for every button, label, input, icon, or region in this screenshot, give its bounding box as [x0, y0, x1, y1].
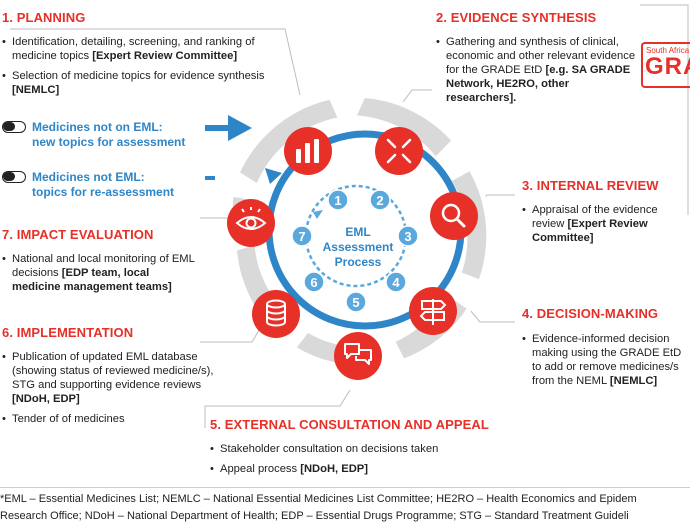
step-3[interactable]: 3 — [397, 225, 419, 247]
step-4[interactable]: 4 — [385, 271, 407, 293]
step-4-label: 4 — [392, 275, 400, 290]
center-label-line2: Assessment — [323, 240, 394, 254]
center-label-line3: Process — [335, 255, 382, 269]
footnote-line-1: *EML – Essential Medicines List; NEMLC –… — [0, 493, 637, 505]
planning-body: Identification, detailing, screening, an… — [2, 35, 282, 97]
reassessment-toggle[interactable] — [2, 171, 26, 183]
decision-title: 4. DECISION-MAKING — [522, 306, 659, 321]
footnote-divider — [0, 487, 690, 488]
decision-body: Evidence-informed decision making using … — [522, 332, 688, 388]
step-5[interactable]: 5 — [345, 291, 367, 313]
inner-ring-arrowhead — [313, 210, 323, 219]
consultation-body: Stakeholder consultation on decisions ta… — [210, 442, 510, 476]
step-1-label: 1 — [334, 193, 341, 208]
footnote-line-2: Research Office; NDoH – National Departm… — [0, 510, 629, 522]
new-topics-label: Medicines not on EML:new topics for asse… — [32, 120, 186, 149]
consultation-bullet-1: Stakeholder consultation on decisions ta… — [210, 442, 510, 456]
implementation-bullet-2: Tender of of medicines — [2, 412, 227, 426]
step-2[interactable]: 2 — [369, 189, 391, 211]
new-topics-toggle[interactable] — [2, 121, 26, 133]
impact-title: 7. IMPACT EVALUATION — [2, 227, 154, 242]
sa-grade-logo: South Africa GRA — [641, 42, 690, 88]
planning-bullet-2: Selection of medicine topics for evidenc… — [2, 69, 282, 97]
implementation-bullet-1: Publication of updated EML database (sho… — [2, 350, 227, 406]
step-3-label: 3 — [404, 229, 411, 244]
chat-bubbles-icon[interactable] — [334, 332, 382, 380]
review-title: 3. INTERNAL REVIEW — [522, 178, 659, 193]
logo-small-text: South Africa — [646, 46, 690, 55]
evidence-title: 2. EVIDENCE SYNTHESIS — [436, 10, 597, 25]
signpost-icon[interactable] — [409, 287, 457, 335]
consultation-bullet-2: Appeal process [NDoH, EDP] — [210, 462, 510, 476]
evidence-bullet-1: Gathering and synthesis of clinical, eco… — [436, 35, 636, 105]
evidence-body: Gathering and synthesis of clinical, eco… — [436, 35, 636, 105]
planning-bullet-1: Identification, detailing, screening, an… — [2, 35, 282, 63]
footnote: *EML – Essential Medicines List; NEMLC –… — [0, 491, 690, 525]
input-arrow-head — [228, 115, 252, 141]
step-2-label: 2 — [376, 193, 383, 208]
decision-bullet-1: Evidence-informed decision making using … — [522, 332, 688, 388]
step-6[interactable]: 6 — [303, 271, 325, 293]
review-bullet-1: Appraisal of the evidence review [Expert… — [522, 203, 682, 245]
step-5-label: 5 — [352, 295, 359, 310]
reassessment-label: Medicines not EML:topics for re-assessme… — [32, 170, 175, 199]
planning-title: 1. PLANNING — [2, 10, 86, 25]
center-label-line1: EML — [345, 225, 370, 239]
step-6-label: 6 — [310, 275, 317, 290]
ring-arrowhead — [265, 168, 282, 184]
implementation-body: Publication of updated EML database (sho… — [2, 350, 227, 426]
eye-icon[interactable] — [227, 199, 275, 247]
implementation-title: 6. IMPLEMENTATION — [2, 325, 134, 340]
review-body: Appraisal of the evidence review [Expert… — [522, 203, 682, 245]
step-7-label: 7 — [298, 229, 305, 244]
consultation-title: 5. EXTERNAL CONSULTATION AND APPEAL — [210, 417, 489, 432]
magnifier-icon[interactable] — [430, 192, 478, 240]
arrows-inward-icon[interactable] — [375, 127, 423, 175]
step-1[interactable]: 1 — [327, 189, 349, 211]
logo-big-text: GRA — [645, 53, 690, 80]
step-7[interactable]: 7 — [291, 225, 313, 247]
impact-body: National and local monitoring of EML dec… — [2, 252, 198, 294]
database-icon[interactable] — [252, 290, 300, 338]
bar-chart-icon[interactable] — [284, 127, 332, 175]
impact-bullet-1: National and local monitoring of EML dec… — [2, 252, 198, 294]
